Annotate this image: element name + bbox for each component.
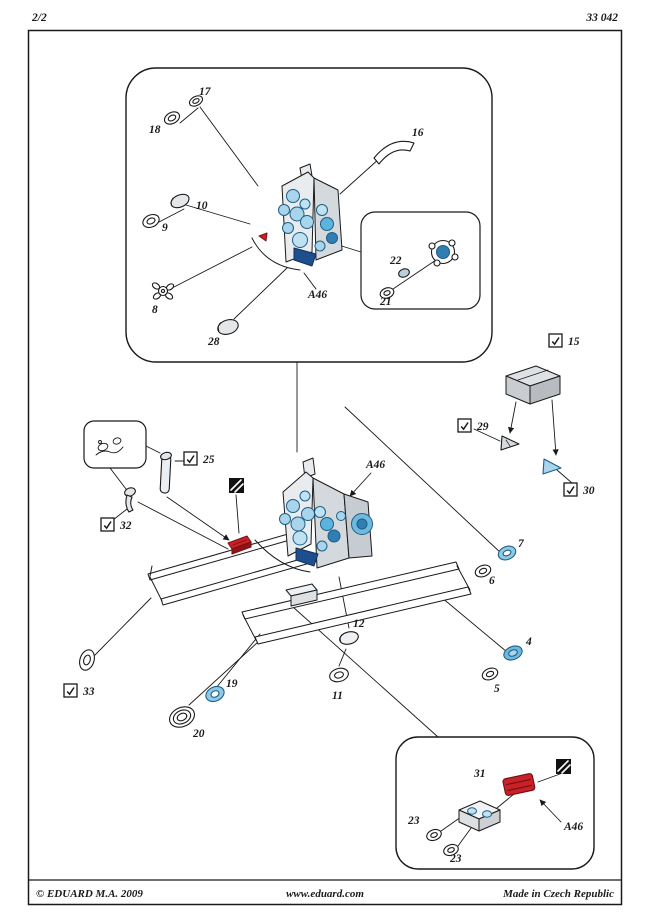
part-33-label: 33 [82,686,95,698]
part-6 [474,564,492,578]
part-29-triangle [500,435,520,451]
part-23a-label: 23 [407,815,420,827]
main-assembly [79,365,573,738]
bottom-callout [395,736,595,870]
header-page-number: 2/2 [31,12,47,24]
main-leader-lines [94,399,573,738]
part-23b [443,843,459,857]
detail-box-sketch [95,437,124,456]
optional-check-icons [63,333,578,698]
part-16-label: 16 [412,127,424,139]
top-callout-box [125,67,493,363]
part-25 [159,451,172,494]
bottom-callout-box [395,736,595,870]
part-17 [188,95,204,107]
header-product-code: 33 042 [585,12,618,24]
part-5 [481,667,499,681]
part-20-label: 20 [192,728,205,740]
part-29-label: 29 [476,421,489,433]
part-28 [217,319,239,335]
part-12-label: 12 [353,618,365,630]
main-labels: 15 29 30 25 32 33 A46 7 6 4 5 12 11 19 2… [82,336,595,740]
detail-box [83,420,147,469]
assembly-ref-a46-top: A46 [307,289,327,301]
part-7-label: 7 [518,538,525,550]
instrument-panel-assembly [251,163,343,271]
part-30-triangle [542,458,562,475]
part-32 [124,487,136,513]
bottom-callout-labels: 31 23 23 A46 [407,768,583,865]
optional-check-icon-32 [100,517,115,532]
optional-check-icon-15 [548,333,563,348]
assembly-ref-a46-main: A46 [365,459,385,471]
optional-check-icon-29 [457,418,472,433]
part-4 [503,645,523,661]
part-red-quadrant [227,535,252,555]
part-22 [398,268,410,278]
part-20 [169,706,195,728]
part-18 [163,111,181,125]
page-frame [27,29,623,906]
optional-check-icon-33 [63,683,78,698]
optional-check-icon-25 [183,451,198,466]
part-mount-bracket [458,800,501,832]
part-9-label: 9 [162,222,168,234]
part-31-label: 31 [473,768,486,780]
part-8 [151,282,175,300]
border-rect [27,29,623,906]
part-17-label: 17 [199,86,212,98]
part-15-label: 15 [568,336,580,348]
footer-copyright: © EDUARD M.A. 2009 [36,888,143,900]
part-8-label: 8 [152,304,158,316]
part-23a [426,828,442,842]
page-text: 2/2 33 042 © EDUARD M.A. 2009 www.eduard… [31,12,618,900]
etched-part-icon-main [229,478,244,493]
part-gunsight-mount [428,239,459,267]
optional-check-icon-30 [563,482,578,497]
part-28-label: 28 [207,336,220,348]
part-21-label: 21 [379,296,392,308]
part-22-label: 22 [389,255,402,267]
inner-callout-box [360,211,481,310]
part-19 [205,685,225,703]
etched-part-icon-bottom [556,759,571,774]
assembly-ref-a46-bottom: A46 [563,821,583,833]
part-15-bracket [505,365,561,405]
part-30-label: 30 [582,485,595,497]
part-18-label: 18 [149,124,161,136]
part-5-label: 5 [494,683,500,695]
part-32-label: 32 [119,520,132,532]
footer-website[interactable]: www.eduard.com [286,888,364,900]
part-16 [373,140,415,165]
cockpit-module [254,457,373,573]
part-33 [79,649,95,671]
top-callout-labels: 17 18 16 10 9 8 28 A46 22 21 [149,86,424,348]
part-9 [142,213,160,229]
part-7 [497,545,517,561]
part-11-label: 11 [332,690,343,702]
part-31 [502,773,536,796]
top-callout [125,67,493,453]
footer-origin: Made in Czech Republic [502,888,614,900]
cockpit-floor-rails [147,529,472,645]
part-23b-label: 23 [449,853,462,865]
part-10-label: 10 [196,200,208,212]
part-21 [379,287,395,299]
part-6-label: 6 [489,575,495,587]
part-19-label: 19 [226,678,238,690]
part-25-label: 25 [202,454,215,466]
part-12 [339,631,359,645]
part-10 [170,193,190,209]
part-4-label: 4 [525,636,532,648]
part-11 [329,667,349,683]
top-leader-lines [158,106,437,453]
